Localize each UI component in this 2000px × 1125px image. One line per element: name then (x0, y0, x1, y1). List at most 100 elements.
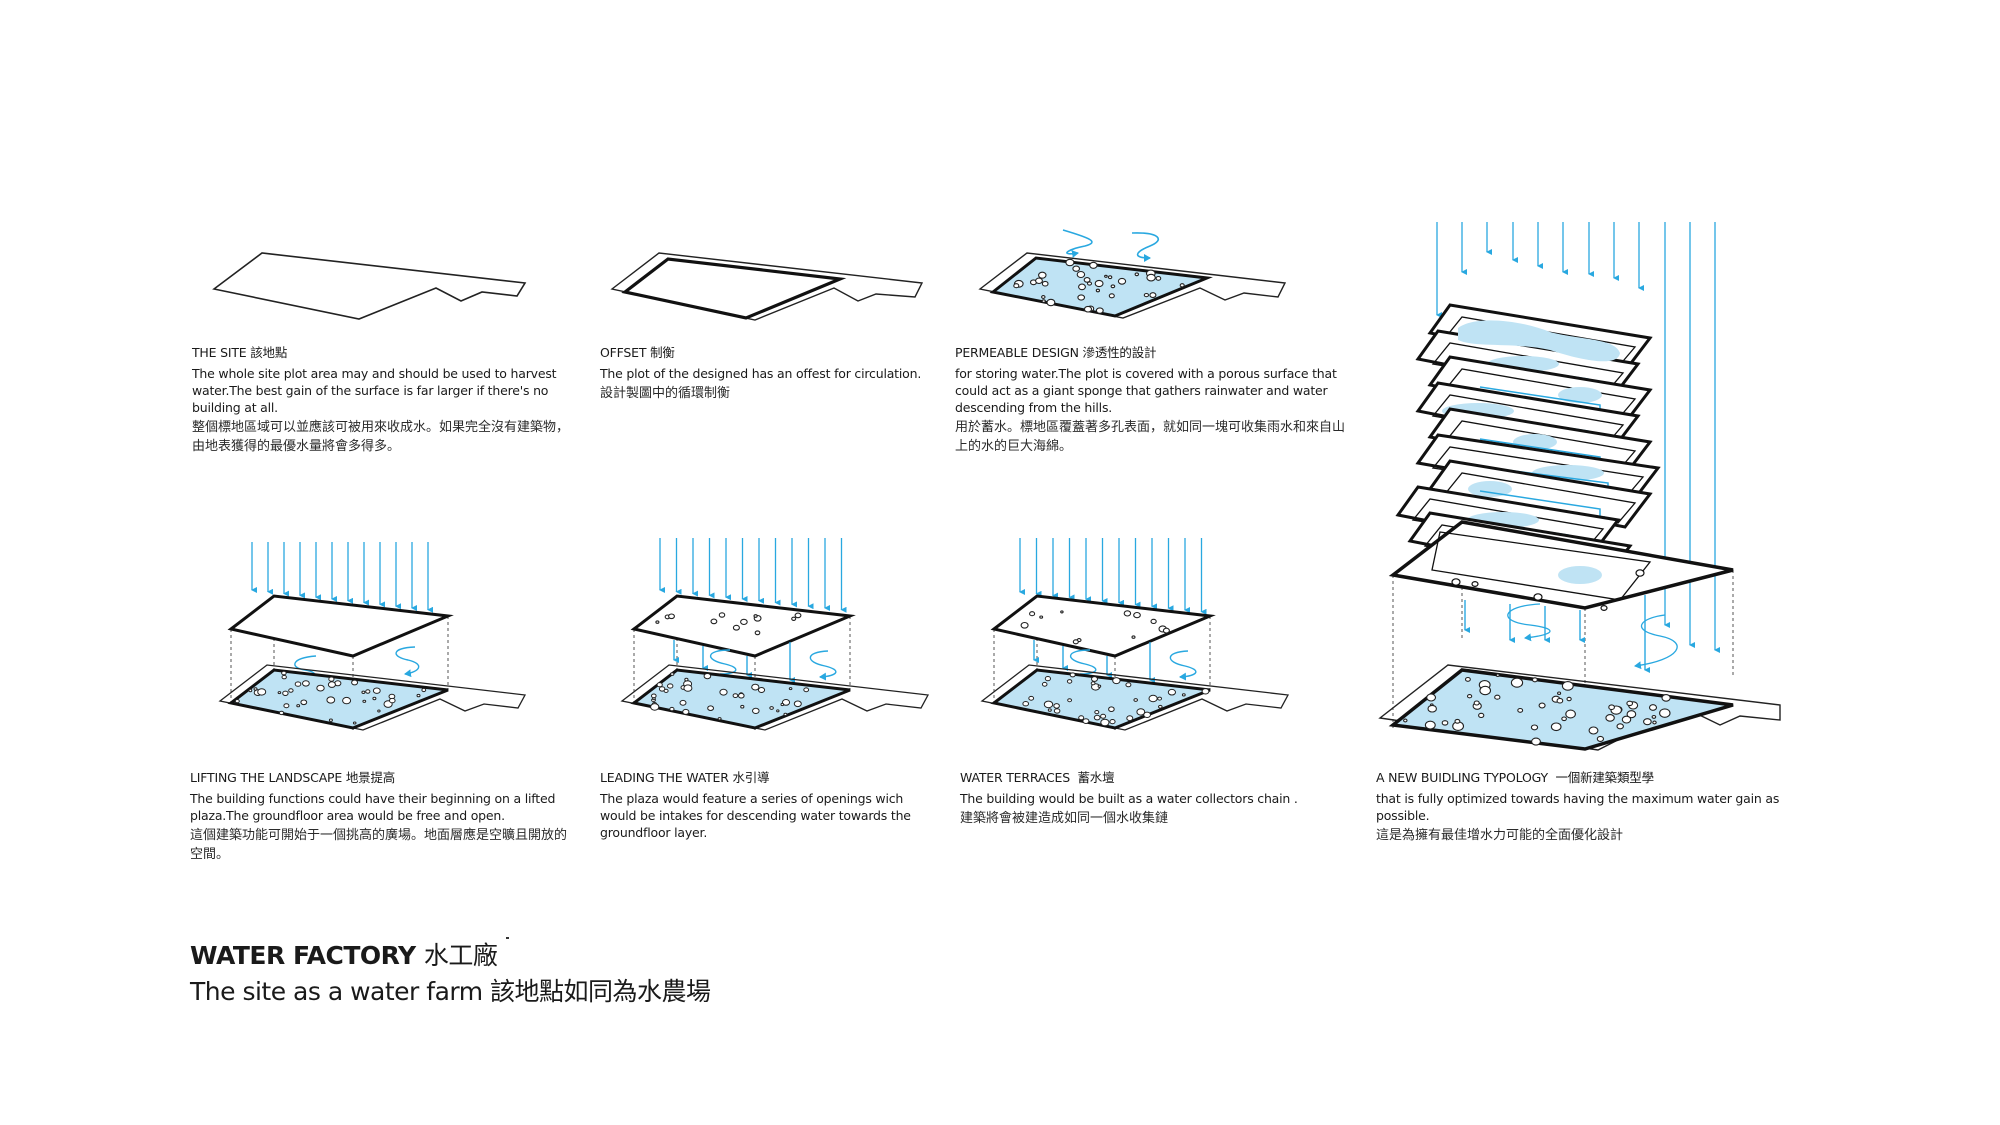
water-puddle (1558, 566, 1602, 584)
pore (1091, 676, 1098, 682)
caption-body-en: The plot of the designed has an offest f… (600, 366, 922, 381)
pore (1643, 718, 1652, 726)
pore (1053, 708, 1061, 714)
pore (1466, 694, 1473, 699)
lifted-plaza (630, 594, 856, 658)
pore (780, 702, 785, 707)
pore (732, 693, 739, 699)
pore (316, 684, 325, 692)
pore (1201, 688, 1210, 695)
pore (351, 679, 359, 686)
pores (234, 670, 427, 725)
caption-body-zh: 整個標地區域可以並應該可被用來收成水。如果完全沒有建築物，由地表獲得的最優水量將… (192, 420, 570, 454)
plaza-openings (655, 612, 802, 636)
pore (1126, 715, 1134, 722)
pore (1041, 295, 1046, 299)
lifting-landscape-diagram (218, 542, 527, 731)
terrace-stack (1388, 303, 1734, 673)
pore (1661, 694, 1671, 702)
pore (1561, 716, 1567, 722)
pore (684, 677, 689, 682)
pore (1069, 672, 1076, 678)
pore (1125, 682, 1132, 688)
new-typology-diagram (1378, 222, 1781, 751)
pore (1053, 703, 1060, 709)
pore (650, 703, 660, 711)
pore (670, 672, 675, 676)
pore (679, 699, 687, 706)
pore (1148, 694, 1158, 703)
pore (791, 616, 797, 621)
pore (1108, 706, 1115, 712)
pore (738, 692, 745, 699)
pore (1046, 298, 1056, 307)
pores (650, 672, 810, 721)
pore (327, 681, 336, 688)
pore (1078, 283, 1086, 291)
pore (1556, 697, 1564, 704)
pore (1181, 693, 1186, 697)
pore (658, 686, 666, 692)
rain-arrows (251, 542, 433, 613)
rain-arrows (659, 538, 847, 613)
pore (361, 690, 366, 695)
pore (1427, 704, 1437, 713)
pore (296, 704, 301, 708)
plaza-openings (1020, 610, 1170, 645)
site-plot-outline (978, 252, 1287, 319)
pore (1047, 708, 1052, 712)
lifted-plaza (227, 594, 454, 658)
pore (682, 708, 690, 715)
pore (328, 676, 335, 682)
pore (718, 612, 726, 618)
pore (372, 687, 381, 694)
pore (1531, 677, 1538, 683)
pore (1550, 722, 1562, 732)
pore (1648, 704, 1658, 711)
caption-body-en: The whole site plot area may and should … (192, 366, 557, 415)
porous-water-surface (990, 668, 1211, 730)
pore (1616, 723, 1624, 730)
pore (753, 614, 758, 618)
pore (1510, 677, 1524, 688)
pore (1041, 299, 1046, 303)
pore (769, 706, 774, 710)
caption-lifting-the-landscape: LIFTING THE LANDSCAPE 地景提高 The building … (190, 767, 570, 864)
caption-permeable-design: PERMEABLE DESIGN 滲透性的設計 for storing wate… (955, 342, 1355, 456)
plaza-opening (1533, 593, 1543, 601)
pore (794, 612, 802, 619)
pore (300, 699, 308, 706)
pores (1403, 673, 1671, 746)
pore (740, 704, 745, 709)
pore (1626, 710, 1637, 719)
pore (1072, 639, 1079, 645)
pore (1041, 280, 1049, 287)
pore (1134, 272, 1140, 277)
site-plot-outline (212, 252, 527, 320)
pore (655, 620, 660, 624)
pore (1076, 270, 1086, 279)
pore (652, 697, 656, 701)
pore (1596, 735, 1605, 742)
pore (1155, 275, 1162, 281)
pore (717, 717, 722, 721)
pore (281, 670, 287, 676)
page-title: WATER FACTORY 水工廠 (190, 941, 498, 970)
caption-body-zh: 這是為擁有最佳增水力可能的全面優化設計 (1376, 828, 1624, 843)
pore (1557, 691, 1562, 695)
caption-leading-the-water: LEADING THE WATER 水引導 The plaza would fe… (600, 767, 930, 841)
caption-the-site: THE SITE 該地點 The whole site plot area ma… (192, 342, 572, 456)
pore (1108, 293, 1115, 299)
pore (793, 700, 802, 708)
site-outline-diagram (212, 252, 527, 320)
pore (1123, 610, 1132, 617)
site-plot-outline (980, 664, 1290, 731)
pore (703, 673, 712, 680)
pore (1020, 621, 1029, 629)
pore (416, 693, 421, 698)
caption-body-en: that is fully optimized towards having t… (1376, 791, 1780, 823)
pore (253, 687, 258, 691)
caption-water-terraces: WATER TERRACES 蓄水壇 The building would be… (960, 767, 1340, 828)
caption-body-en: The plaza would feature a series of open… (600, 791, 911, 840)
pore (277, 691, 282, 695)
